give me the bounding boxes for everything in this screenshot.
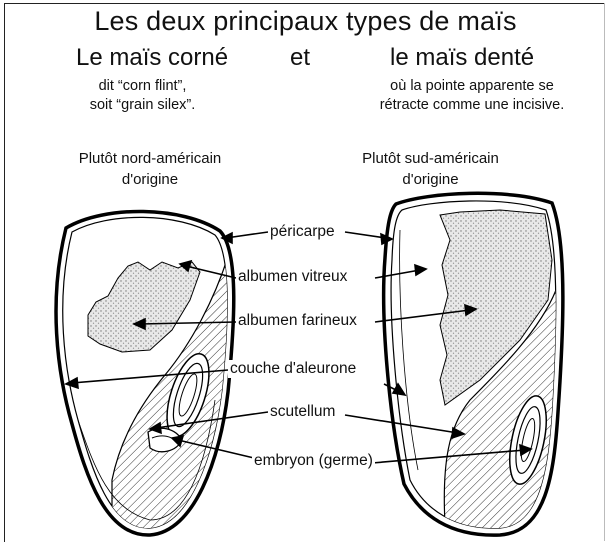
- label-embryon: embryon (germe): [252, 452, 375, 470]
- left-kernel: [56, 211, 240, 540]
- label-pericarpe: péricarpe: [268, 223, 337, 241]
- right-kernel: [384, 193, 570, 540]
- label-albumen-farineux: albumen farineux: [236, 312, 359, 330]
- label-couche-aleurone: couche d'aleurone: [228, 360, 358, 378]
- label-albumen-vitreux: albumen vitreux: [236, 268, 349, 286]
- label-scutellum: scutellum: [268, 403, 337, 421]
